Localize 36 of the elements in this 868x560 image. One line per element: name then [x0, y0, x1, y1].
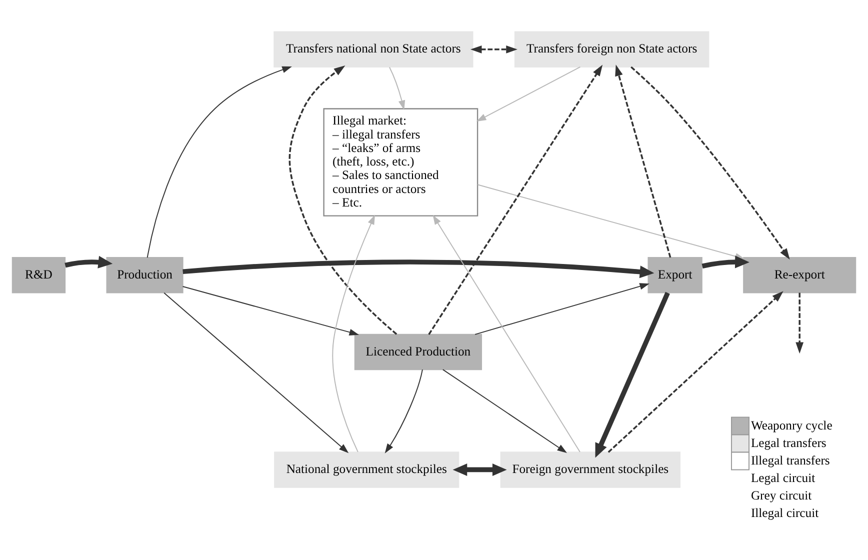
legend-label: Legal circuit — [750, 470, 816, 485]
arrow — [384, 369, 423, 454]
arrow — [146, 66, 292, 258]
arrow — [595, 292, 670, 458]
arrow — [428, 64, 603, 335]
legend-label: Illegal circuit — [750, 506, 819, 520]
node-box: National government stockpiles — [274, 452, 460, 488]
node-box: Licenced Production — [354, 334, 482, 370]
arrow — [796, 292, 804, 354]
arrow — [164, 292, 349, 454]
node-box: Transfers foreign non State actors — [514, 31, 710, 68]
arrow — [470, 45, 518, 54]
node-box: Production — [106, 257, 184, 294]
arrow — [182, 286, 360, 336]
arrow — [702, 256, 750, 269]
node-box: Export — [648, 257, 702, 294]
node-box: R&D — [12, 257, 66, 294]
arrow — [389, 66, 406, 110]
legend-label: Legal transfers — [750, 436, 826, 450]
legend-label: Weaponry cycle — [750, 418, 832, 432]
arrow — [442, 369, 567, 454]
arrow — [332, 214, 375, 452]
arrow — [474, 283, 650, 335]
node-box: Re-export — [743, 257, 856, 294]
node-box: Foreign government stockpiles — [500, 452, 680, 488]
arrow — [288, 65, 398, 335]
legend-label: Grey circuit — [750, 488, 812, 502]
node-box: Illegal market: – illegal transfers – “leaks” of arms (theft, loss, etc.) – Sales to sanctioned countries or actors – Etc. — [323, 108, 478, 216]
arrow — [432, 214, 580, 452]
arrow — [182, 260, 654, 278]
arrow — [64, 256, 113, 268]
arrow — [452, 463, 507, 476]
arrow — [615, 64, 672, 258]
arrow — [476, 66, 581, 122]
node-box: Transfers national non State actors — [274, 31, 474, 68]
legend-label: Illegal transfers — [750, 453, 830, 468]
